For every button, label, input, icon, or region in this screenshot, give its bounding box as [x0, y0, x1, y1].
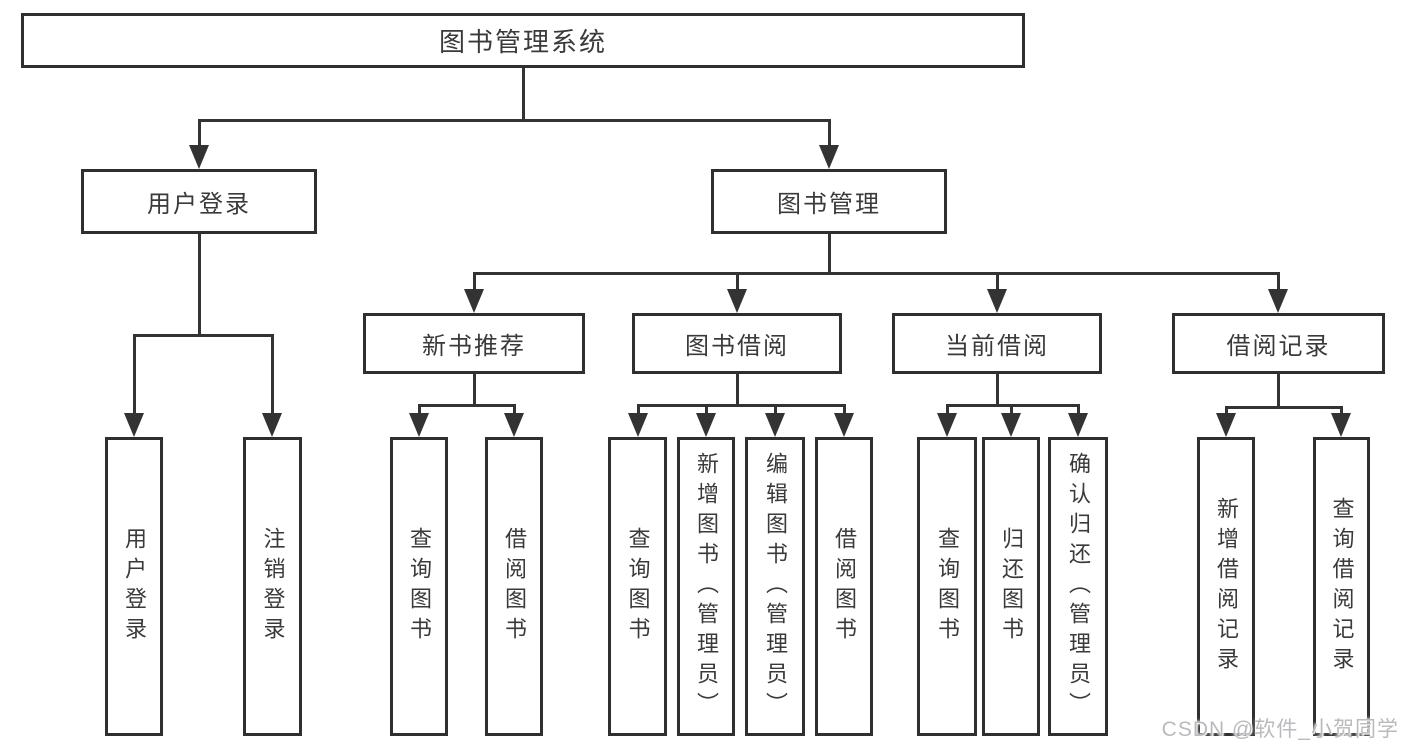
node-leaf-confirm-return-admin: 确认归还（管理员） [1048, 437, 1108, 736]
connector-stem-borrowrecord [1276, 273, 1280, 293]
node-leaf-edit-book-admin-label: 编辑图书（管理员） [763, 451, 788, 722]
node-new-book-recommend-label: 新书推荐 [422, 333, 526, 360]
arrow-down-icon [937, 413, 957, 437]
node-user-login: 用户登录 [81, 169, 317, 234]
node-leaf-query-borrow-record-label: 查询借阅记录 [1329, 496, 1355, 677]
node-book-management: 图书管理 [711, 169, 947, 234]
connector-borrowrecord-stem [1276, 374, 1280, 407]
connector-stem-book-mgmt [827, 120, 831, 152]
arrow-down-icon [834, 413, 854, 437]
arrow-down-icon [124, 413, 144, 437]
node-leaf-borrowing-query-book-label: 查询图书 [625, 526, 651, 647]
arrow-down-icon [189, 145, 209, 169]
connector-stem-leaf [704, 405, 708, 417]
node-leaf-borrowing-borrow-book-label: 借阅图书 [832, 526, 857, 647]
node-leaf-user-login-label: 用户登录 [122, 526, 147, 647]
node-current-borrowing-label: 当前借阅 [945, 333, 1049, 360]
connector-stem-leaf [132, 335, 136, 417]
arrow-down-icon [1331, 413, 1351, 437]
connector-newbook-stem [472, 374, 476, 405]
arrow-down-icon [1068, 413, 1088, 437]
arrow-down-icon [1216, 413, 1236, 437]
arrow-down-icon [819, 145, 839, 169]
node-book-management-label: 图书管理 [777, 191, 881, 218]
arrow-down-icon [765, 413, 785, 437]
node-leaf-newbook-borrow-book-label: 借阅图书 [502, 526, 527, 647]
node-borrow-records: 借阅记录 [1172, 313, 1385, 374]
connector-currentborrow-stem [995, 374, 999, 405]
node-new-book-recommend: 新书推荐 [363, 313, 585, 374]
connector-stem-newbook [472, 273, 476, 293]
connector-stem-bookborrow [735, 273, 739, 293]
node-leaf-query-borrow-record: 查询借阅记录 [1313, 437, 1370, 736]
connector-root-bar [197, 118, 831, 122]
node-leaf-borrowing-query-book: 查询图书 [608, 437, 667, 736]
node-root-system: 图书管理系统 [21, 13, 1025, 68]
connector-stem-leaf [636, 405, 640, 417]
node-current-borrowing: 当前借阅 [892, 313, 1102, 374]
node-user-login-label: 用户登录 [147, 191, 251, 218]
connector-borrowrecord-bar [1224, 405, 1343, 409]
node-leaf-current-query-book: 查询图书 [917, 437, 977, 736]
arrow-down-icon [409, 413, 429, 437]
connector-root-stem [521, 68, 525, 120]
arrow-down-icon [628, 413, 648, 437]
node-leaf-newbook-query-book: 查询图书 [390, 437, 448, 736]
node-leaf-edit-book-admin: 编辑图书（管理员） [745, 437, 805, 736]
connector-stem-leaf [270, 335, 274, 417]
node-leaf-logout: 注销登录 [243, 437, 302, 736]
connector-userlogin-stem [197, 234, 201, 335]
arrow-down-icon [1001, 413, 1021, 437]
arrow-down-icon [504, 413, 524, 437]
node-leaf-newbook-query-book-label: 查询图书 [407, 526, 432, 647]
node-leaf-logout-label: 注销登录 [260, 526, 286, 647]
arrow-down-icon [464, 289, 484, 313]
connector-userlogin-bar [132, 333, 274, 337]
node-leaf-return-book: 归还图书 [982, 437, 1040, 736]
connector-bookmgmt-stem [827, 234, 831, 273]
connector-bookmgmt-bar [472, 271, 1280, 275]
watermark: CSDN @软件_小贺同学 [1161, 718, 1399, 741]
connector-stem-leaf [512, 405, 516, 417]
node-leaf-add-book-admin: 新增图书（管理员） [677, 437, 735, 736]
node-leaf-current-query-book-label: 查询图书 [935, 526, 960, 647]
arrow-down-icon [1268, 289, 1288, 313]
connector-stem-leaf [1076, 405, 1080, 417]
arrow-down-icon [696, 413, 716, 437]
arrow-down-icon [727, 289, 747, 313]
node-leaf-return-book-label: 归还图书 [999, 526, 1024, 647]
node-leaf-confirm-return-admin-label: 确认归还（管理员） [1066, 451, 1091, 722]
connector-stem-leaf [1224, 407, 1228, 417]
node-leaf-add-borrow-record-label: 新增借阅记录 [1214, 496, 1239, 677]
connector-stem-leaf [1339, 407, 1343, 417]
node-leaf-borrowing-borrow-book: 借阅图书 [815, 437, 873, 736]
node-leaf-add-book-admin-label: 新增图书（管理员） [694, 451, 719, 722]
connector-stem-leaf [945, 405, 949, 417]
node-leaf-newbook-borrow-book: 借阅图书 [485, 437, 543, 736]
node-leaf-user-login: 用户登录 [105, 437, 163, 736]
connector-stem-currentborrow [995, 273, 999, 293]
connector-stem-user-login [197, 120, 201, 152]
node-root-system-label: 图书管理系统 [438, 27, 607, 57]
node-leaf-add-borrow-record: 新增借阅记录 [1197, 437, 1255, 736]
node-book-borrowing-label: 图书借阅 [685, 333, 789, 360]
connector-stem-leaf [417, 405, 421, 417]
connector-bookborrow-bar [636, 403, 846, 407]
arrow-down-icon [987, 289, 1007, 313]
arrow-down-icon [262, 413, 282, 437]
connector-stem-leaf [1009, 405, 1013, 417]
node-borrow-records-label: 借阅记录 [1226, 333, 1331, 360]
connector-newbook-bar [417, 403, 516, 407]
connector-currentborrow-bar [945, 403, 1080, 407]
connector-bookborrow-stem [735, 374, 739, 405]
connector-stem-leaf [842, 405, 846, 417]
node-book-borrowing: 图书借阅 [632, 313, 842, 374]
connector-stem-leaf [773, 405, 777, 417]
